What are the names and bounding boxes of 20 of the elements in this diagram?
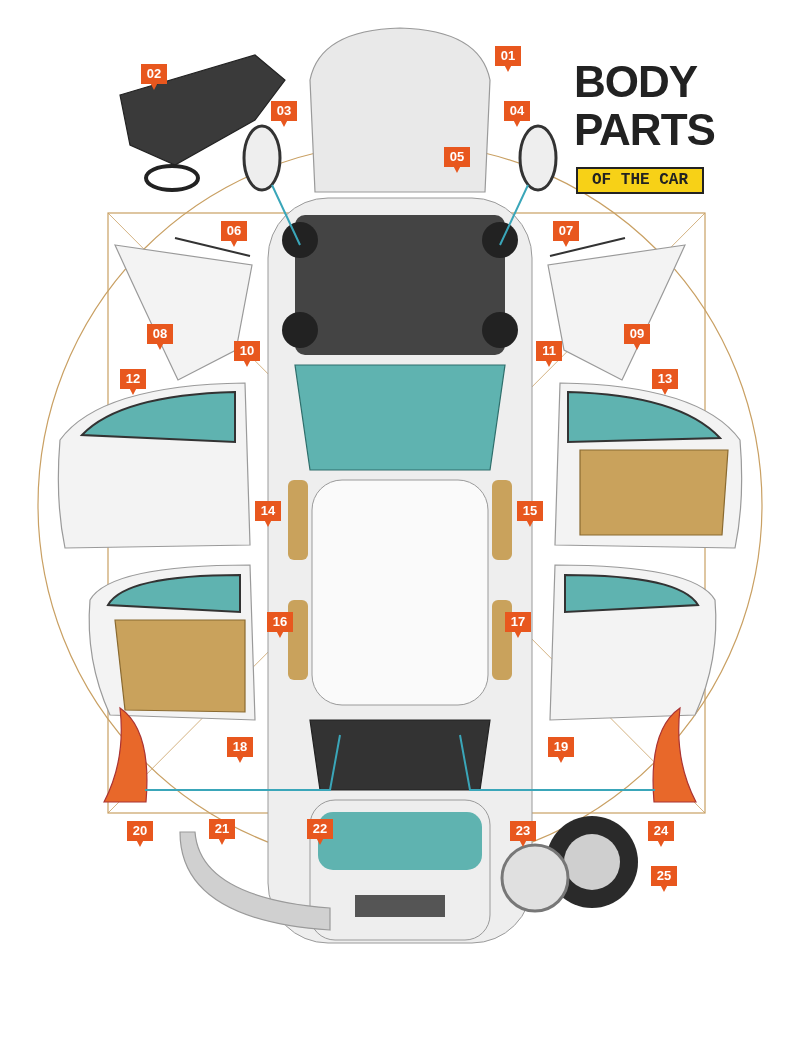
callout-number: 19: [548, 737, 574, 763]
callout-number: 10: [234, 341, 260, 367]
callout-number: 03: [271, 101, 297, 127]
callout-number: 08: [147, 324, 173, 350]
callout-number: 09: [624, 324, 650, 350]
title: BODY PARTS: [574, 58, 714, 154]
callout-number: 11: [536, 341, 562, 367]
callout-number: 24: [648, 821, 674, 847]
callout-number: 01: [495, 46, 521, 72]
callout-number: 14: [255, 501, 281, 527]
callout-number: 07: [553, 221, 579, 247]
callout-number: 04: [504, 101, 530, 127]
callout-number: 13: [652, 369, 678, 395]
callout-number: 12: [120, 369, 146, 395]
callout-number: 18: [227, 737, 253, 763]
callout-number: 25: [651, 866, 677, 892]
callout-number: 21: [209, 819, 235, 845]
callout-number: 20: [127, 821, 153, 847]
subtitle: OF THE CAR: [576, 167, 704, 194]
callout-number: 06: [221, 221, 247, 247]
